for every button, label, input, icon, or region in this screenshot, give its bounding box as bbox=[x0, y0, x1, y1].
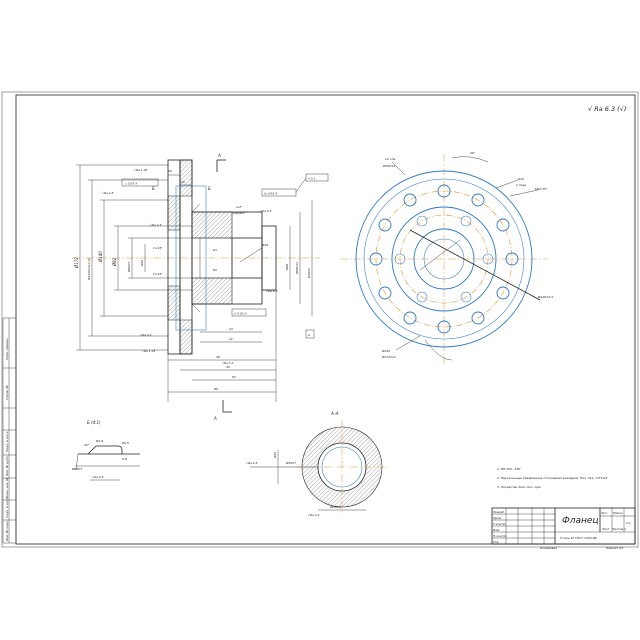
detail-b-len: 0.8 bbox=[122, 457, 127, 461]
side-stamp-label-3: Подп. и дата bbox=[5, 431, 9, 452]
detail-b-r: R0.5 bbox=[122, 441, 129, 445]
section-a-bottom: А bbox=[213, 416, 217, 421]
section-a-top: А bbox=[217, 153, 221, 158]
dim-d-hub: Ø98 bbox=[284, 264, 289, 271]
circ-pcd: Ø150 bbox=[381, 348, 390, 353]
tb-row-4: Изм. bbox=[493, 528, 500, 532]
tb-row-1: Разраб. bbox=[493, 510, 505, 514]
dim-r1: R1 bbox=[213, 248, 217, 252]
technical-notes: 1. НВ 150...180 2. Неуказанные предельны… bbox=[497, 467, 608, 489]
part-name: Фланец bbox=[562, 516, 599, 526]
general-roughness: √ Ra 6.3 (√) bbox=[588, 105, 626, 113]
tb-lit: Лит. bbox=[600, 511, 608, 515]
aa-d1: Ø32 bbox=[272, 452, 277, 459]
dim-d-bore1: Ø82 bbox=[112, 257, 117, 267]
dim-chamfer-2: 2×45° bbox=[153, 272, 163, 276]
aa-len: 68±0.2 bbox=[330, 505, 341, 509]
side-stamp-label-1: Перв. примен. bbox=[5, 337, 9, 360]
material: Сталь 45 ГОСТ 1050-88 bbox=[560, 536, 597, 540]
section-aa-view: А–А Ø32 √Ra 2.5 Ø32h7 68±0.2 √Ra 3.2 bbox=[246, 411, 388, 517]
dim-len-total: 80 bbox=[214, 387, 218, 391]
dim-d-outer: Ø172 bbox=[74, 257, 79, 269]
note-2: 2. Неуказанные предельные отклонения раз… bbox=[497, 476, 608, 480]
tol-frame-1: ⊥ 0.05 А bbox=[124, 182, 137, 186]
dim-len-f: 45 bbox=[226, 365, 230, 369]
view-b-marker: Б bbox=[152, 186, 155, 191]
dim-hole: Ø16 bbox=[261, 242, 268, 247]
dim-d-small: Ø32 bbox=[139, 260, 144, 267]
detail-b-rough: √Ra 2.5 bbox=[92, 475, 104, 479]
dim-len-d: 10 bbox=[168, 169, 172, 173]
dim-d-tol: Ø172h14(-1.0) bbox=[86, 258, 91, 281]
datum-a: А bbox=[307, 333, 310, 337]
aa-rough2: √Ra 3.2 bbox=[308, 513, 320, 517]
circ-pcd-thread: М10-7Н bbox=[535, 187, 547, 191]
side-stamp-label-2: Справ. № bbox=[5, 385, 9, 400]
dim-d-gap: Ø125h bbox=[306, 268, 311, 279]
circ-angle: 30° bbox=[470, 151, 476, 155]
note-1: 1. НВ 150...180 bbox=[497, 467, 520, 471]
note-3: 3. Покрытие: Хим. Окс. прм. bbox=[497, 485, 542, 489]
rough-2: √Ra 2.5 bbox=[102, 191, 114, 195]
detail-b-d: Ø1.6 bbox=[95, 438, 103, 443]
aa-d2: Ø32h7 bbox=[285, 460, 296, 465]
tol-frame-3: // 0.02 А bbox=[233, 312, 247, 316]
circ-pcd2: Ø126±0.2 bbox=[537, 294, 553, 299]
side-stamp-label-6: Подп. и дата bbox=[5, 497, 9, 518]
main-section-view: А А Ø172 Ø172h bbox=[72, 153, 329, 421]
circular-view: 12 отв. Ø16Н14 R10 2 паза М10-7Н Ø126±0.… bbox=[340, 151, 553, 364]
dim-chamfer: 1×45° bbox=[153, 246, 163, 250]
rough-5: √Ra 1.25 bbox=[142, 349, 156, 353]
view-b-marker-2: Б bbox=[208, 186, 211, 191]
dim-r2: R2 bbox=[213, 268, 217, 272]
dim-len-g: 52 bbox=[232, 375, 236, 379]
circ-d-outer2: Ø172h14 bbox=[381, 354, 396, 359]
tb-row-3: Т.контр. bbox=[493, 522, 506, 526]
rough-4: √Ra 6.3 bbox=[260, 209, 272, 213]
rough-8: √Ra 6.3 bbox=[266, 289, 278, 293]
tb-copy: Копировал bbox=[540, 546, 557, 550]
dim-d-bore2: Ø82H7 bbox=[126, 262, 131, 273]
side-stamp-label-5: Взам. инв. № bbox=[5, 478, 9, 498]
rough-6: √Ra 2.5 bbox=[150, 223, 162, 227]
section-aa-title: А–А bbox=[330, 411, 339, 416]
tol-frame-4: ⌖ 0.1 bbox=[308, 177, 316, 181]
dim-d-mid: Ø140 bbox=[98, 251, 103, 263]
detail-b-note: Ø82H7 bbox=[71, 466, 82, 471]
dim-len-e: 15 bbox=[181, 180, 185, 184]
tb-mass: Масса bbox=[613, 511, 623, 515]
title-block: Разраб. Пров. Т.контр. Изм. Н.контр. Утв… bbox=[491, 507, 636, 550]
tb-row-2: Пров. bbox=[493, 516, 502, 520]
tb-format: Формат А3 bbox=[606, 546, 623, 550]
tb-sheet: Лист bbox=[601, 527, 610, 531]
tb-row-5: Н.контр. bbox=[493, 534, 506, 538]
tol-frame-2: ◎ 0.05 А bbox=[264, 192, 277, 196]
aa-rough: √Ra 2.5 bbox=[246, 461, 258, 465]
side-stamp-label-7: Инв. № подл. bbox=[5, 520, 9, 541]
side-stamp-label-4: Инв. № дубл. bbox=[5, 455, 9, 476]
detail-b-title: Б (4:1) bbox=[87, 420, 101, 425]
rough-7: √Ra 3.2 bbox=[222, 361, 234, 365]
circ-holes-count: 12 отв. bbox=[385, 157, 396, 161]
circ-holes-d: Ø16Н14 bbox=[382, 163, 395, 168]
tb-scale: 1:1 bbox=[626, 521, 631, 525]
dim-d-hub2: Ø98h14 bbox=[294, 262, 299, 275]
detail-b-angle: 45° bbox=[84, 443, 90, 447]
rough-3: √Ra 3.2 bbox=[140, 333, 152, 337]
rough-1: √Ra 1.25 bbox=[134, 168, 148, 172]
section-ae-scale: Поворот bbox=[232, 211, 245, 215]
tb-sheets: Листов 1 bbox=[611, 527, 626, 531]
circ-groove-label: 2 паза bbox=[516, 183, 526, 187]
tb-row-6: Утв. bbox=[493, 540, 499, 544]
section-ae-label: А–Е bbox=[235, 205, 242, 209]
dim-len-b: 24 bbox=[229, 327, 233, 331]
detail-b-view: Б (4:1) Ø82H7 Ø1.6 45° R0.5 0.8 √Ra 2.5 bbox=[71, 420, 140, 481]
circ-r-label: R10 bbox=[518, 177, 524, 181]
dim-len-c: 22 bbox=[229, 337, 233, 341]
dim-len-a: 38 bbox=[216, 355, 220, 359]
side-stamp: Перв. примен. Справ. № Подп. и дата Инв.… bbox=[2, 317, 17, 544]
